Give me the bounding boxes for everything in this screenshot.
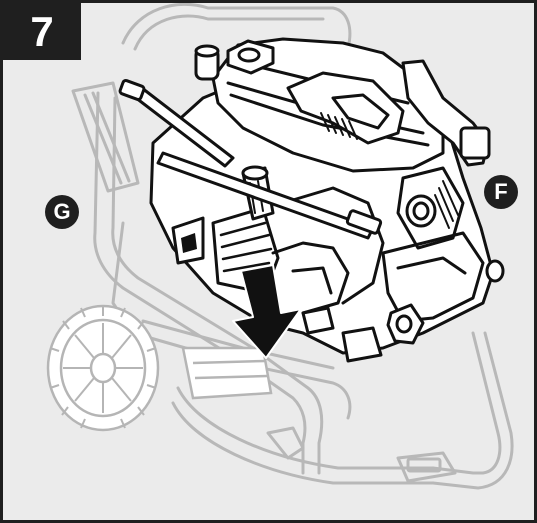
cart-frame xyxy=(71,3,514,490)
pressure-washer-unit xyxy=(118,37,505,363)
wheel xyxy=(46,304,160,432)
callout-g: G xyxy=(45,195,79,229)
step-number-badge: 7 xyxy=(3,3,81,60)
down-arrow-icon xyxy=(232,264,302,359)
assembly-illustration xyxy=(46,3,514,490)
motor-housing xyxy=(181,346,273,400)
callout-f: F xyxy=(484,175,518,209)
